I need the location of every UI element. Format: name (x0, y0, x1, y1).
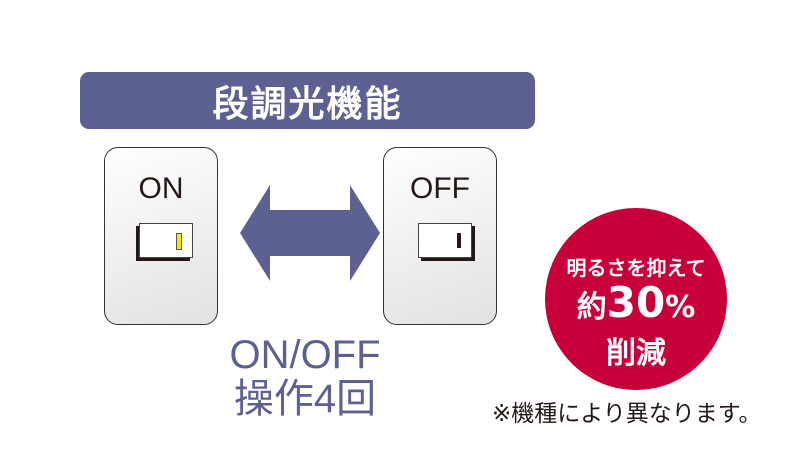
feature-title: 段調光機能 (212, 83, 403, 125)
badge-line1: 明るさを抑えて (566, 256, 706, 280)
footnote: ※機種により異なります。 (492, 401, 762, 427)
switch-on-illustration: ON (104, 147, 218, 325)
indicator-mark-icon (457, 233, 461, 248)
badge-unit: % (665, 290, 696, 325)
badge-value: 30 (606, 278, 666, 327)
operation-caption: ON/OFF 操作4回 (200, 333, 410, 421)
feature-title-banner: 段調光機能 (80, 72, 535, 129)
double-arrow-icon (240, 185, 380, 281)
switch-on-label: ON (138, 172, 184, 205)
rocker-on-icon (139, 223, 193, 258)
switch-off-illustration: OFF (383, 147, 497, 325)
badge-percentage: 約30% (545, 278, 727, 327)
switch-off-label: OFF (410, 172, 470, 205)
badge-line3: 削減 (606, 336, 666, 371)
badge-prefix: 約 (576, 290, 607, 325)
rocker-off-icon (418, 223, 472, 258)
caption-line1: ON/OFF (229, 333, 381, 377)
indicator-light-icon (176, 233, 182, 250)
reduction-badge: 明るさを抑えて 約30% 削減 (545, 208, 727, 390)
caption-line2: 操作4回 (233, 377, 377, 421)
